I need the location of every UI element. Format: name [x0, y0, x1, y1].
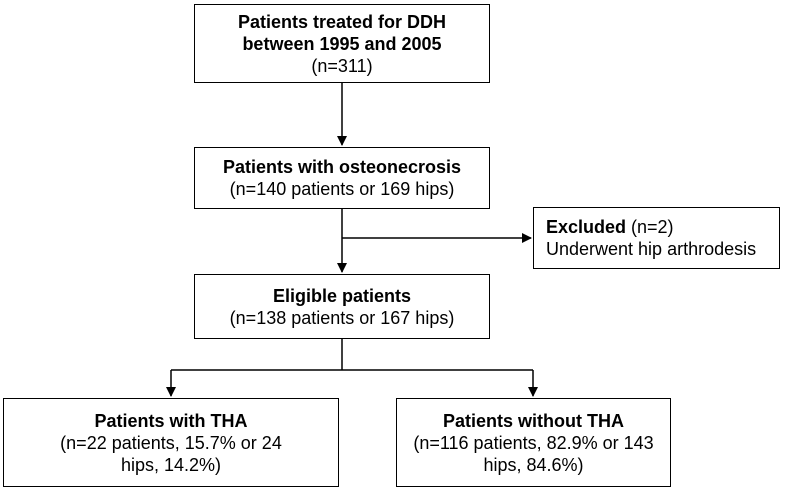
- eligible-title: Eligible patients: [272, 285, 412, 306]
- box-osteonecrosis: Patients with osteonecrosis (n=140 patie…: [194, 147, 490, 209]
- with-tha-title: Patients with THA: [94, 410, 248, 431]
- treated-title-line2: between 1995 and 2005: [242, 33, 442, 54]
- box-with-tha: Patients with THA (n=22 patients, 15.7% …: [3, 398, 339, 487]
- osteonecrosis-title: Patients with osteonecrosis: [222, 157, 462, 177]
- with-tha-count-line2: hips, 14.2%): [120, 454, 222, 475]
- box-without-tha: Patients without THA (n=116 patients, 82…: [396, 398, 671, 487]
- eligible-count: (n=138 patients or 167 hips): [229, 307, 455, 328]
- without-tha-title: Patients without THA: [443, 410, 624, 431]
- without-tha-count-line2: hips, 84.6%): [483, 454, 584, 475]
- box-eligible: Eligible patients (n=138 patients or 167…: [194, 274, 490, 339]
- with-tha-count-line1: (n=22 patients, 15.7% or 24: [60, 432, 282, 453]
- box-excluded: Excluded (n=2) Underwent hip arthrodesis: [533, 207, 780, 269]
- excluded-label: Excluded: [546, 217, 627, 237]
- excluded-count: (n=2): [626, 217, 674, 237]
- box-patients-treated: Patients treated for DDH between 1995 an…: [194, 4, 490, 83]
- excluded-header: Excluded (n=2): [546, 216, 779, 238]
- treated-count: (n=311): [311, 55, 373, 76]
- osteonecrosis-count: (n=140 patients or 169 hips): [229, 179, 455, 199]
- treated-title-line1: Patients treated for DDH: [237, 11, 447, 32]
- without-tha-count-line1: (n=116 patients, 82.9% or 143: [413, 432, 654, 453]
- excluded-reason: Underwent hip arthrodesis: [546, 239, 757, 259]
